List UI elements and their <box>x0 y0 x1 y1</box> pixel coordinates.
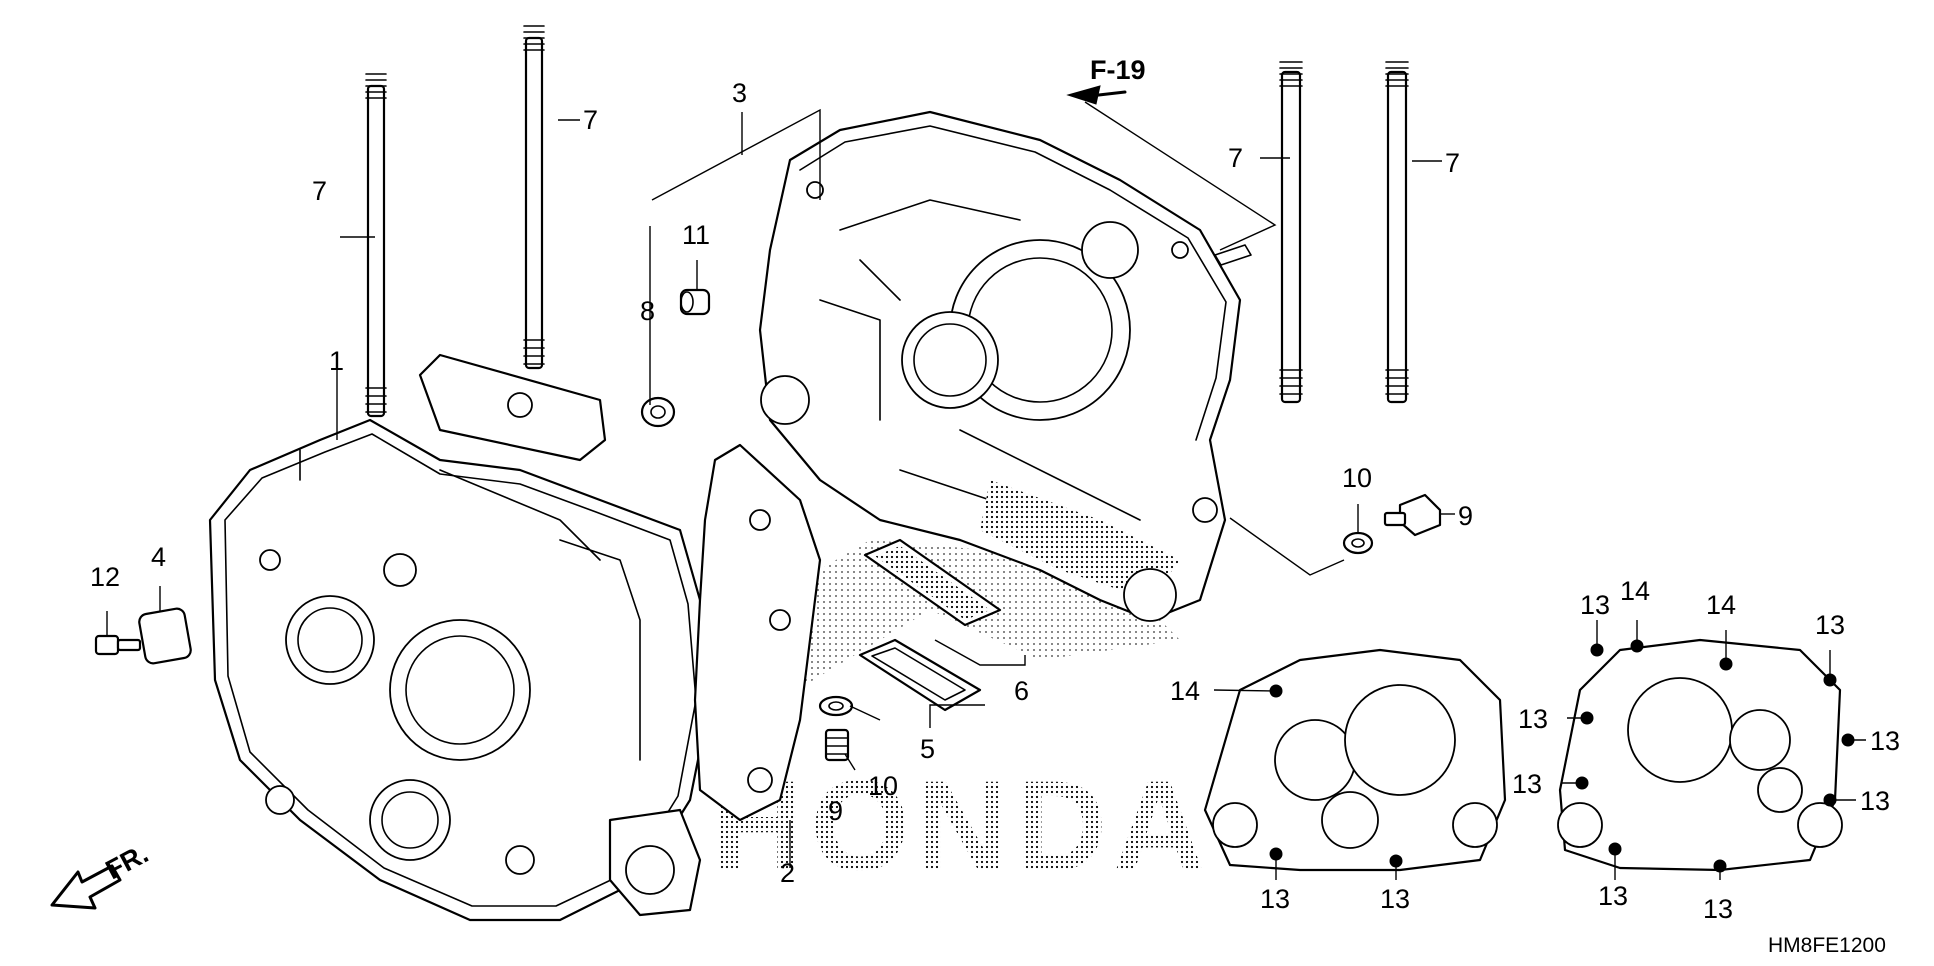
right-crankcase <box>758 110 1252 622</box>
callout-12: 12 <box>90 562 120 592</box>
dowel-pin <box>679 288 711 316</box>
callout-9b: 9 <box>828 796 843 826</box>
cap <box>138 607 192 665</box>
oil-strainer-screen <box>863 538 1002 627</box>
stud-bolt-left-2 <box>523 25 545 370</box>
callout-11: 11 <box>682 220 710 250</box>
callout-13i: 13 <box>1598 881 1628 911</box>
flange-bolt <box>94 634 142 656</box>
callout-8: 8 <box>640 296 655 326</box>
callout-14c: 14 <box>1706 590 1736 620</box>
callout-14a: 14 <box>1170 676 1200 706</box>
diagram-code: HM8FE1200 <box>1768 934 1886 957</box>
stud-bolt-left-1 <box>365 73 387 418</box>
sealing-washer-right <box>1342 531 1374 555</box>
callout-9a: 9 <box>1458 501 1473 531</box>
callout-13a: 13 <box>1260 884 1290 914</box>
callout-14b: 14 <box>1620 576 1650 606</box>
callout-2: 2 <box>780 858 795 888</box>
callout-10b: 10 <box>868 771 898 801</box>
reference-arrow <box>1066 85 1127 105</box>
callout-13h: 13 <box>1860 786 1890 816</box>
honda-watermark: HONDA <box>712 755 1211 898</box>
stud-bolt-right-2 <box>1385 61 1409 404</box>
stud-bolt-right-1 <box>1279 61 1303 404</box>
callout-7a: 7 <box>312 176 327 206</box>
oil-strainer-plate <box>858 638 982 712</box>
callout-4: 4 <box>151 542 166 572</box>
callout-10a: 10 <box>1342 463 1372 493</box>
front-direction-arrow <box>50 864 122 910</box>
gasket-left-small <box>1203 648 1507 872</box>
sealing-washer-lower <box>818 695 854 717</box>
callout-13c: 13 <box>1580 590 1610 620</box>
leader-lines <box>106 101 1866 880</box>
reference-label: F-19 <box>1090 55 1146 85</box>
left-crankcase <box>208 353 712 922</box>
callout-13j: 13 <box>1703 894 1733 924</box>
callout-13g: 13 <box>1512 769 1542 799</box>
callout-7c: 7 <box>1228 143 1243 173</box>
callout-13e: 13 <box>1518 704 1548 734</box>
callout-5: 5 <box>920 734 935 764</box>
oil-seal <box>640 396 676 428</box>
crankcase-gasket <box>693 443 822 822</box>
drain-bolt-right <box>1383 493 1442 537</box>
callout-13d: 13 <box>1815 610 1845 640</box>
gasket-right-small <box>1557 638 1855 873</box>
callout-7d: 7 <box>1445 148 1460 178</box>
callout-13b: 13 <box>1380 884 1410 914</box>
callout-13f: 13 <box>1870 726 1900 756</box>
callout-3: 3 <box>732 78 747 108</box>
callout-7b: 7 <box>583 105 598 135</box>
drain-bolt-lower <box>824 728 850 762</box>
callout-6: 6 <box>1014 676 1029 706</box>
callout-1: 1 <box>329 346 344 376</box>
callouts: 1 2 3 4 5 6 7 7 7 7 8 9 9 10 10 11 12 13… <box>90 78 1900 924</box>
